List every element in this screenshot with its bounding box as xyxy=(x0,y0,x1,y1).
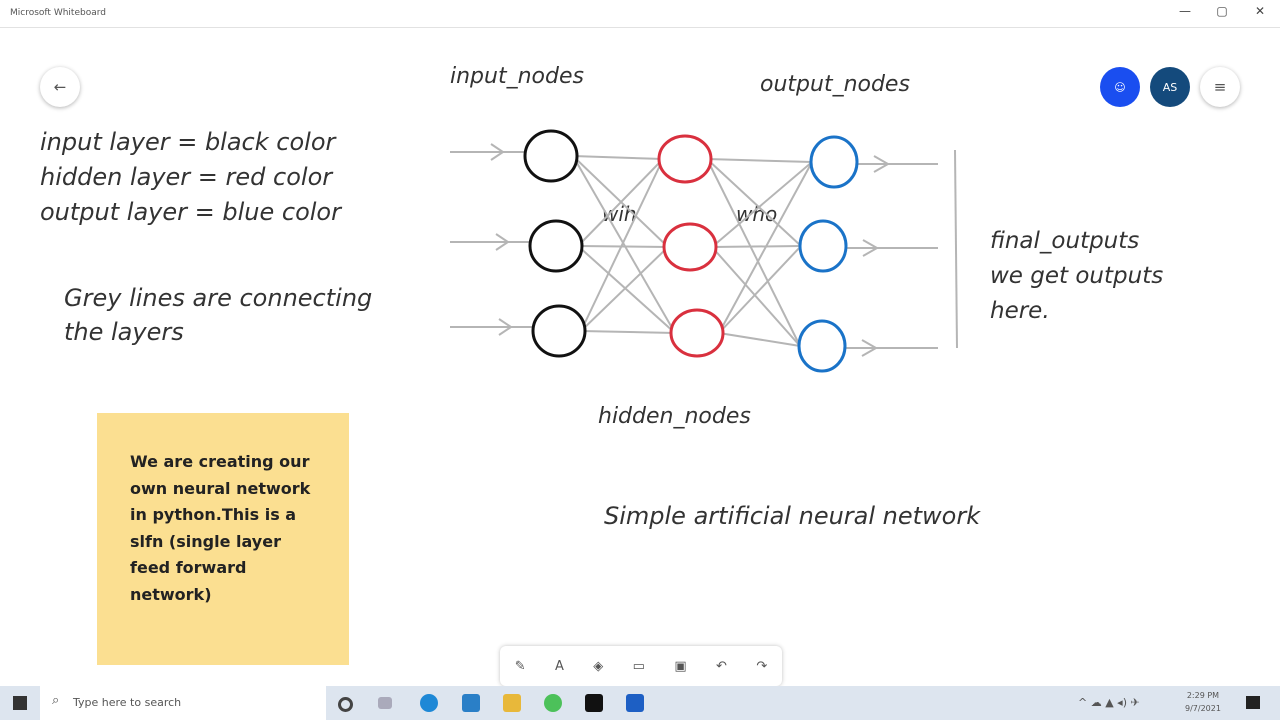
bottom-toolbar: ✎ A ◈ ▭ ▣ ↶ ↷ xyxy=(500,646,782,686)
search-icon: ⌕ xyxy=(52,693,60,708)
connection-line xyxy=(711,246,801,347)
file-explorer-icon[interactable] xyxy=(503,694,521,712)
hidden-node xyxy=(657,134,713,184)
final-line: here. xyxy=(990,298,1050,324)
connection-line xyxy=(580,246,669,332)
output-nodes-label: output_nodes xyxy=(760,72,910,97)
close-button[interactable]: ✕ xyxy=(1254,4,1266,18)
wih-label: wih xyxy=(602,202,637,226)
output-node xyxy=(809,135,859,189)
connection-line xyxy=(718,245,802,334)
date: 9/7/2021 xyxy=(1185,704,1221,713)
connection-line xyxy=(572,155,676,334)
image-icon[interactable]: ▭ xyxy=(632,658,645,674)
store-icon[interactable] xyxy=(462,694,480,712)
arrow-head xyxy=(498,318,513,336)
grey-note-line: Grey lines are connecting xyxy=(64,284,373,312)
text-icon[interactable]: A xyxy=(554,658,564,674)
notification-icon[interactable] xyxy=(1246,696,1260,709)
search-placeholder: Type here to search xyxy=(73,696,182,709)
final-outputs-note: final_outputs we get outputs here. xyxy=(990,224,1163,329)
legend-text: input layer = black color hidden layer =… xyxy=(40,125,341,230)
final-line: we get outputs xyxy=(990,263,1164,289)
arrow-head xyxy=(490,143,505,161)
input-node xyxy=(528,219,584,273)
arrow-head xyxy=(495,233,510,251)
connection-line xyxy=(718,332,801,347)
caption: Simple artificial neural network xyxy=(604,502,981,530)
legend-input: input layer = black color xyxy=(40,128,336,156)
input-nodes-label: input_nodes xyxy=(450,64,584,89)
connection-line xyxy=(718,161,813,334)
start-icon[interactable] xyxy=(13,696,27,710)
taskbar-search[interactable]: ⌕ Type here to search xyxy=(40,686,326,720)
edge-icon[interactable] xyxy=(420,694,438,712)
share-user-icon[interactable]: ☺ xyxy=(1100,67,1140,107)
whiteboard-canvas[interactable]: ← ☺ AS ≡ input layer = black color hidde… xyxy=(0,28,1280,686)
connection-line xyxy=(580,330,676,334)
grey-note-line: the layers xyxy=(64,318,184,346)
clock[interactable]: 2:29 PM 9/7/2021 xyxy=(1185,689,1221,715)
input-node xyxy=(523,129,579,183)
final-line: final_outputs xyxy=(990,228,1140,254)
arrow-head xyxy=(861,339,879,357)
pen-icon[interactable]: ✎ xyxy=(514,658,526,674)
connection-line xyxy=(711,161,813,248)
undo-icon[interactable]: ↶ xyxy=(716,658,727,674)
connection-line xyxy=(706,158,801,347)
menu-button[interactable]: ≡ xyxy=(1200,67,1240,107)
app-icon[interactable] xyxy=(544,694,562,712)
legend-hidden: hidden layer = red color xyxy=(40,163,333,191)
connection-line xyxy=(577,245,676,334)
legend-output: output layer = blue color xyxy=(40,198,341,226)
output-node xyxy=(798,219,848,273)
connection-line xyxy=(580,158,664,332)
hidden-node xyxy=(662,222,718,272)
sticky-note[interactable]: We are creating our own neural network i… xyxy=(97,413,349,665)
back-button[interactable]: ← xyxy=(40,67,80,107)
maximize-button[interactable]: ▢ xyxy=(1216,4,1228,18)
connection-line xyxy=(711,245,802,248)
arrow-head xyxy=(862,239,880,257)
minimize-button[interactable]: — xyxy=(1179,4,1191,18)
hidden-node xyxy=(669,308,725,358)
connection-line xyxy=(706,158,813,163)
taskbar: ⌕ Type here to search ^ ☁ ▲ ◂) ✈ 2:29 PM… xyxy=(0,686,1280,720)
avatar[interactable]: AS xyxy=(1150,67,1190,107)
task-view-icon[interactable] xyxy=(378,697,392,709)
title-bar: Microsoft Whiteboard — ▢ ✕ xyxy=(0,0,1280,28)
connection-line xyxy=(577,245,669,248)
time: 2:29 PM xyxy=(1186,691,1220,700)
terminal-icon[interactable] xyxy=(585,694,603,712)
bracket-line xyxy=(954,149,958,349)
hidden-nodes-label: hidden_nodes xyxy=(598,404,751,429)
insert-icon[interactable]: ▣ xyxy=(674,658,687,674)
input-node xyxy=(531,304,587,358)
cortana-icon[interactable] xyxy=(338,697,353,712)
tray-icons[interactable]: ^ ☁ ▲ ◂) ✈ xyxy=(1078,696,1140,709)
connection-line xyxy=(577,158,664,247)
whiteboard-taskbar-icon[interactable] xyxy=(626,694,644,712)
window-title: Microsoft Whiteboard xyxy=(10,8,106,18)
sticky-note-text: We are creating our own neural network i… xyxy=(130,452,311,604)
redo-icon[interactable]: ↷ xyxy=(756,658,768,674)
connection-line xyxy=(706,158,802,247)
output-node xyxy=(797,319,847,373)
shape-icon[interactable]: ◈ xyxy=(593,658,604,674)
arrow-head xyxy=(873,155,891,173)
grey-lines-note: Grey lines are connecting the layers xyxy=(64,281,372,349)
connection-line xyxy=(572,155,664,160)
